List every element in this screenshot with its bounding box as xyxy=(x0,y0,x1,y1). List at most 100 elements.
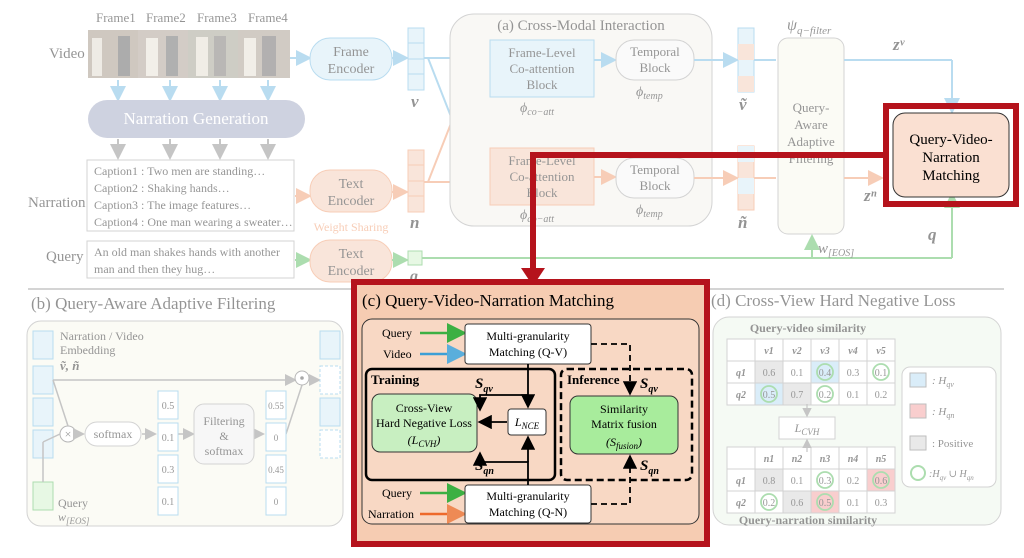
frame-label-2: Frame2 xyxy=(146,10,186,25)
qv-cell xyxy=(782,338,812,362)
mid-val-2: 0.1 xyxy=(162,433,175,444)
qv-cell xyxy=(810,382,840,406)
qn-cell xyxy=(754,446,784,470)
qn-hard-negative-circle xyxy=(760,493,778,511)
qv-hard-negative-circle xyxy=(760,385,778,403)
qvn-l1: Query-Video- xyxy=(909,132,992,148)
right-val-1: 0.55 xyxy=(268,401,284,411)
qv-cell xyxy=(810,338,840,362)
cvh-l1: Cross-View xyxy=(396,401,453,415)
panel-c: (c) Query-Video-Narration Matching Query… xyxy=(351,279,710,547)
qn-value: 0.3 xyxy=(819,476,832,487)
cross-modal-panel xyxy=(449,13,713,227)
text-encoder-box-1 xyxy=(309,169,393,213)
embedding-math: ṽ, ñ xyxy=(60,358,80,373)
psi-label: ψq−filter xyxy=(787,17,832,37)
qv-cell xyxy=(754,338,784,362)
softmax-box xyxy=(84,421,142,447)
mg-qn-l1: Multi-granularity xyxy=(486,489,569,503)
q-label: q xyxy=(928,225,937,244)
q-small-vector xyxy=(407,250,423,266)
sim-l2: Matrix fusion xyxy=(591,417,657,431)
temporal-v-l2: Block xyxy=(639,60,671,75)
filtering-l1: Filtering xyxy=(203,414,244,428)
qn-value: 0.1 xyxy=(847,498,860,509)
qn-value: 0.2 xyxy=(763,498,776,509)
v-vector xyxy=(407,27,425,91)
query-text-box xyxy=(86,240,295,279)
temporal-block-video xyxy=(615,39,695,81)
qv-cell xyxy=(782,360,812,384)
panel-c-title: (c) Query-Video-Narration Matching xyxy=(362,291,614,310)
qn-cell xyxy=(838,468,868,492)
qn-row-label: q1 xyxy=(736,476,746,487)
qn-hard-negative-circle xyxy=(816,471,834,489)
qaaf-l1: Query- xyxy=(793,100,830,115)
qaaf-l2: Aware xyxy=(794,117,828,132)
qn-hard-negative-circle xyxy=(816,493,834,511)
qv-cell xyxy=(726,360,756,384)
qv-header: v2 xyxy=(792,346,801,357)
training-box xyxy=(364,367,557,482)
qn-cell xyxy=(838,446,868,470)
query-text-line-1: An old man shakes hands with another xyxy=(94,245,280,259)
qv-value: 0.6 xyxy=(763,368,776,379)
qv-cell xyxy=(726,382,756,406)
qv-value: 0.1 xyxy=(791,368,804,379)
filtering-box xyxy=(193,403,255,465)
qn-sim-title: Query-narration similarity xyxy=(739,513,877,527)
qn-value: 0.5 xyxy=(819,498,832,509)
multiply-glyph: × xyxy=(65,427,72,441)
frame-encoder-label-2: Encoder xyxy=(328,62,375,77)
right-val-2: 0 xyxy=(274,433,279,443)
qn-hard-negative-circle xyxy=(872,471,890,489)
qn-cell xyxy=(754,490,784,514)
qv-cell xyxy=(810,360,840,384)
qn-row-label: q2 xyxy=(736,498,746,509)
qv-value: 0.1 xyxy=(875,368,888,379)
legend-hqv-swatch xyxy=(909,372,927,388)
red-connector xyxy=(530,152,886,270)
coatt-v-l2: Co-attention xyxy=(510,61,575,76)
filtering-l3: softmax xyxy=(205,444,244,458)
qv-value: 0.7 xyxy=(791,390,804,401)
text-encoder-2-l1: Text xyxy=(339,247,364,262)
c-query-label-2: Query xyxy=(382,486,412,500)
qn-header: n1 xyxy=(764,454,775,465)
mid-val-4: 0.1 xyxy=(162,497,175,508)
c-video-label: Video xyxy=(383,347,412,361)
qv-row-label: q1 xyxy=(736,368,746,379)
qv-value: 0.4 xyxy=(819,368,832,379)
dot-product-icon xyxy=(294,370,310,386)
right-val-4: 0 xyxy=(274,497,279,507)
inference-box xyxy=(559,367,694,482)
coatt-block-video xyxy=(489,39,595,98)
qn-cell xyxy=(782,490,812,514)
mg-qn-l2: Matching (Q-N) xyxy=(489,505,567,519)
cvh-loss-box xyxy=(371,393,478,453)
inference-label: Inference xyxy=(567,372,620,387)
qn-header: n5 xyxy=(876,454,887,465)
weos-top: w[EOS] xyxy=(818,241,854,259)
panel-d-box xyxy=(712,316,1002,526)
c-query-label-1: Query xyxy=(382,326,412,340)
sim-l1: Similarity xyxy=(600,402,648,416)
qn-value: 0.2 xyxy=(847,476,860,487)
qn-cell xyxy=(726,490,756,514)
frame-encoder-box xyxy=(309,37,393,81)
qvn-l3: Matching xyxy=(922,168,980,184)
zv-label: zᵛ xyxy=(892,35,906,54)
qn-cell xyxy=(838,490,868,514)
qaaf-l3: Adaptive xyxy=(787,134,835,149)
qv-sim-title: Query-video similarity xyxy=(750,321,866,335)
top-section: Video Frame1 Frame2 Frame3 Frame4 Narrat… xyxy=(28,10,960,285)
qv-row-label: q2 xyxy=(736,390,746,401)
panel-b: (b) Query-Aware Adaptive Filtering Narra… xyxy=(26,294,344,527)
qn-cell xyxy=(810,468,840,492)
panel-b-title: (b) Query-Aware Adaptive Filtering xyxy=(31,294,276,313)
qn-cell xyxy=(782,446,812,470)
qn-cell xyxy=(866,446,896,470)
qn-value: 0.6 xyxy=(791,498,804,509)
query-text-line-2: man and then they hug… xyxy=(94,262,215,276)
qn-value: 0.3 xyxy=(875,498,888,509)
